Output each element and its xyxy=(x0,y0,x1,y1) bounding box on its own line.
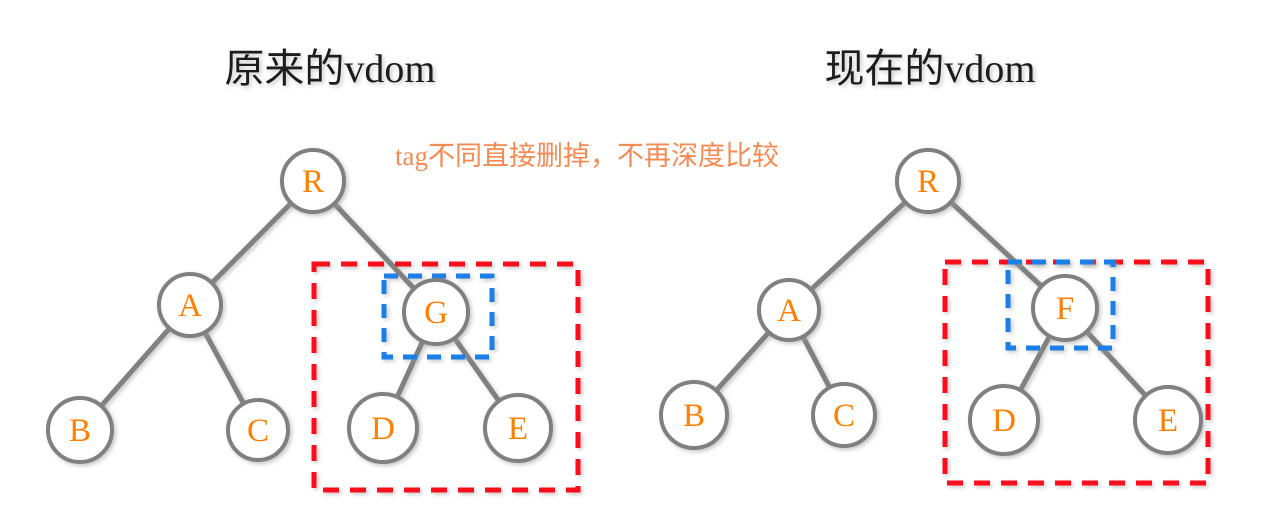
left-vdom-tree: R A B C G D E xyxy=(46,148,581,493)
node-label-right-F: F xyxy=(1056,291,1074,327)
node-label-left-B: B xyxy=(69,413,91,449)
tree-edge-right-A-B xyxy=(712,328,773,395)
left-tree-edges xyxy=(97,199,503,410)
tree-node-right-B: B xyxy=(659,380,729,450)
tree-edge-right-F-E xyxy=(1082,327,1150,400)
tree-node-left-G: G xyxy=(402,278,470,346)
tree-node-right-R: R xyxy=(895,148,961,214)
node-circle-right-F xyxy=(1031,274,1099,342)
right-changed-node-highlight xyxy=(1005,259,1116,351)
tree-edge-left-G-E xyxy=(450,333,503,406)
node-label-right-E: E xyxy=(1158,403,1178,439)
tree-edge-right-F-D xyxy=(1016,331,1054,395)
node-label-right-A: A xyxy=(777,293,801,329)
right-vdom-tree: R A B C F D E xyxy=(659,148,1211,486)
node-label-left-G: G xyxy=(424,295,448,331)
node-label-left-A: A xyxy=(178,288,202,324)
tree-edge-right-A-C xyxy=(799,332,834,392)
node-circle-left-B xyxy=(46,396,114,464)
node-label-left-D: D xyxy=(371,411,395,447)
node-label-right-C: C xyxy=(833,398,855,434)
node-circle-right-R xyxy=(895,148,961,214)
node-label-right-D: D xyxy=(992,403,1016,439)
tree-edge-right-R-A xyxy=(807,198,910,294)
tree-node-left-A: A xyxy=(157,272,223,338)
node-circle-left-A xyxy=(157,272,223,338)
node-circle-right-A xyxy=(757,278,821,342)
left-tree-title: 原来的vdom xyxy=(224,46,435,91)
left-changed-node-highlight xyxy=(381,273,495,360)
left-tree-nodes: R A B C G D E xyxy=(46,148,553,464)
titles-group: 原来的vdom 现在的vdom xyxy=(224,46,1035,91)
diff-annotation-text: tag不同直接删掉，不再深度比较 xyxy=(395,141,779,171)
node-circle-right-C xyxy=(811,382,877,448)
node-circle-left-C xyxy=(226,398,290,462)
tree-node-right-E: E xyxy=(1133,385,1203,455)
tree-node-right-F: F xyxy=(1031,274,1099,342)
node-circle-left-R xyxy=(280,148,346,214)
node-circle-right-D xyxy=(968,384,1040,456)
node-circle-left-G xyxy=(402,278,470,346)
tree-node-left-B: B xyxy=(46,396,114,464)
node-label-right-B: B xyxy=(683,398,705,434)
tree-node-left-D: D xyxy=(347,392,419,464)
node-label-left-E: E xyxy=(508,411,528,447)
node-circle-right-E xyxy=(1133,385,1203,455)
node-circle-left-D xyxy=(347,392,419,464)
node-label-left-R: R xyxy=(302,164,324,200)
tree-node-right-D: D xyxy=(968,384,1040,456)
node-label-left-C: C xyxy=(247,413,269,449)
node-label-right-R: R xyxy=(917,164,939,200)
tree-node-left-E: E xyxy=(483,393,553,463)
tree-node-right-A: A xyxy=(757,278,821,342)
tree-edge-left-A-C xyxy=(201,327,248,408)
right-tree-title: 现在的vdom xyxy=(824,46,1035,91)
right-tree-nodes: R A B C F D E xyxy=(659,148,1203,456)
tree-edge-right-R-F xyxy=(946,198,1046,291)
tree-node-left-R: R xyxy=(280,148,346,214)
tree-edge-left-A-B xyxy=(97,324,174,410)
tree-edge-left-R-G xyxy=(330,199,418,293)
left-removed-subtree-highlight xyxy=(311,261,581,493)
node-circle-left-E xyxy=(483,393,553,463)
node-circle-right-B xyxy=(659,380,729,450)
tree-node-right-C: C xyxy=(811,382,877,448)
tree-edge-left-R-A xyxy=(207,199,296,287)
tree-edge-left-G-D xyxy=(393,336,427,402)
right-tree-edges xyxy=(712,198,1150,400)
tree-node-left-C: C xyxy=(226,398,290,462)
